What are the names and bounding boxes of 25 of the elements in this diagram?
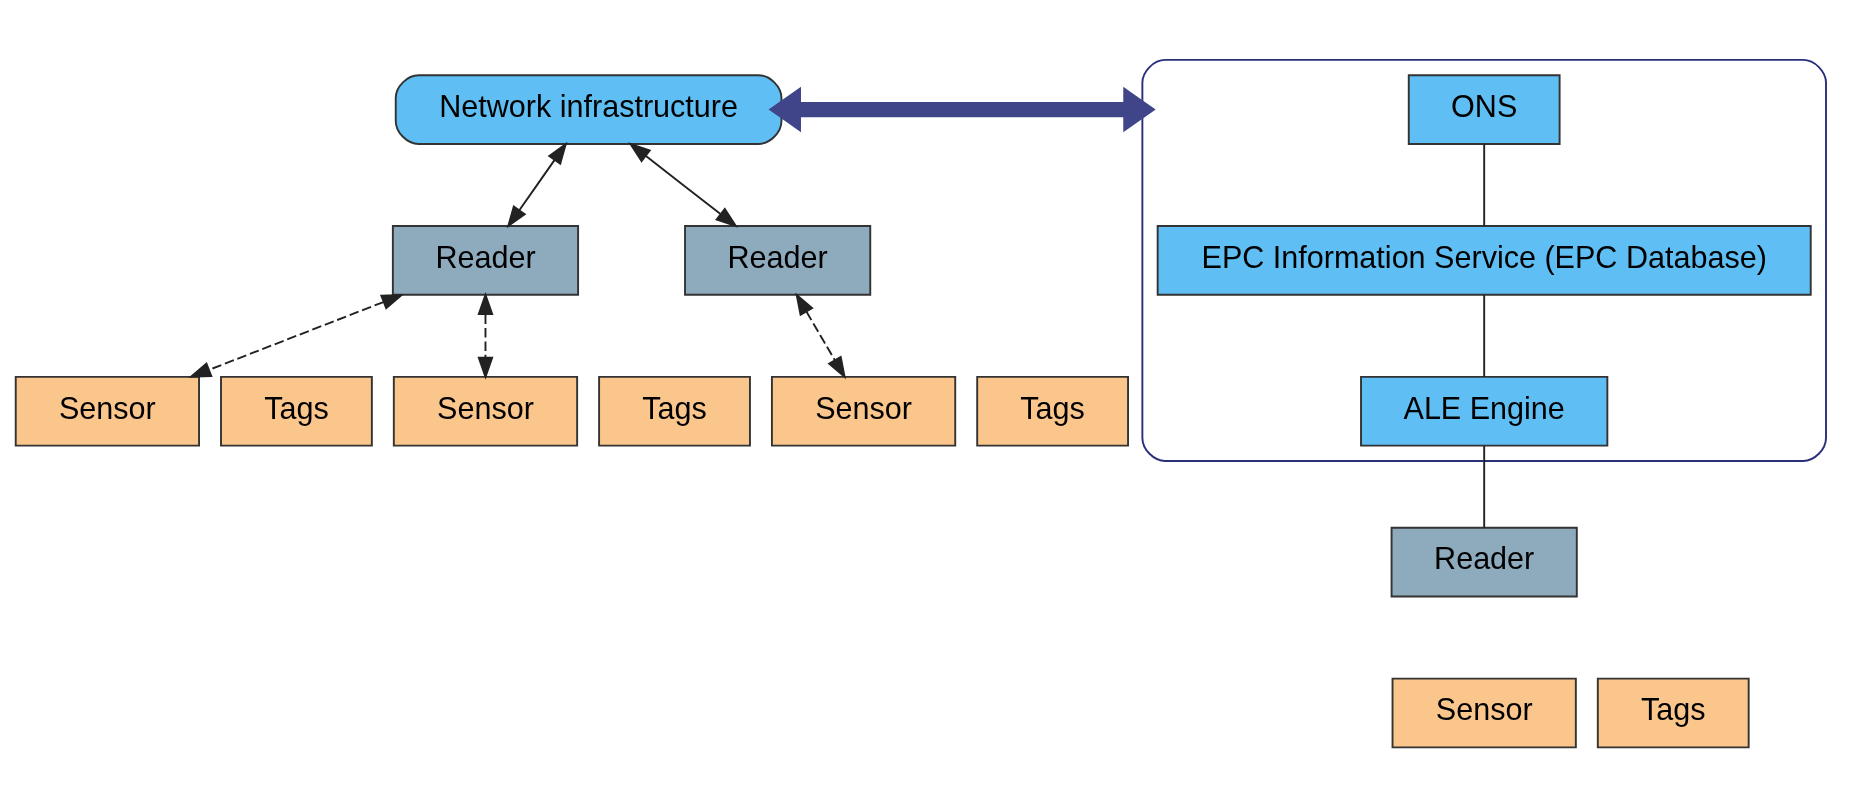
node-box: EPC Information Service (EPC Database): [1156, 224, 1812, 296]
arrow: [506, 141, 568, 228]
node-box: ONS: [1407, 73, 1561, 145]
connector: [1483, 293, 1486, 378]
node-box: Sensor: [770, 375, 957, 447]
node-box: Reader: [1390, 526, 1578, 597]
node-box: Tags: [976, 375, 1129, 447]
node-box: Network infrastructure: [394, 73, 783, 145]
node-box: Sensor: [392, 375, 579, 447]
node-box: Reader: [391, 224, 580, 296]
node-box: Sensor: [14, 375, 200, 447]
node-box: Tags: [220, 375, 373, 447]
node-box: Sensor: [1391, 677, 1577, 748]
node-box: Tags: [1596, 677, 1750, 748]
node-box: Reader: [684, 224, 872, 296]
arrow: [768, 86, 1156, 132]
connector: [1483, 142, 1486, 227]
connector: [1483, 444, 1486, 529]
arrow: [628, 141, 739, 228]
arrow: [188, 293, 405, 378]
cluster: [1141, 58, 1827, 462]
node-box: ALE Engine: [1360, 375, 1609, 447]
arrow: [477, 291, 494, 380]
node-box: Tags: [598, 375, 751, 447]
arrow: [795, 291, 846, 379]
